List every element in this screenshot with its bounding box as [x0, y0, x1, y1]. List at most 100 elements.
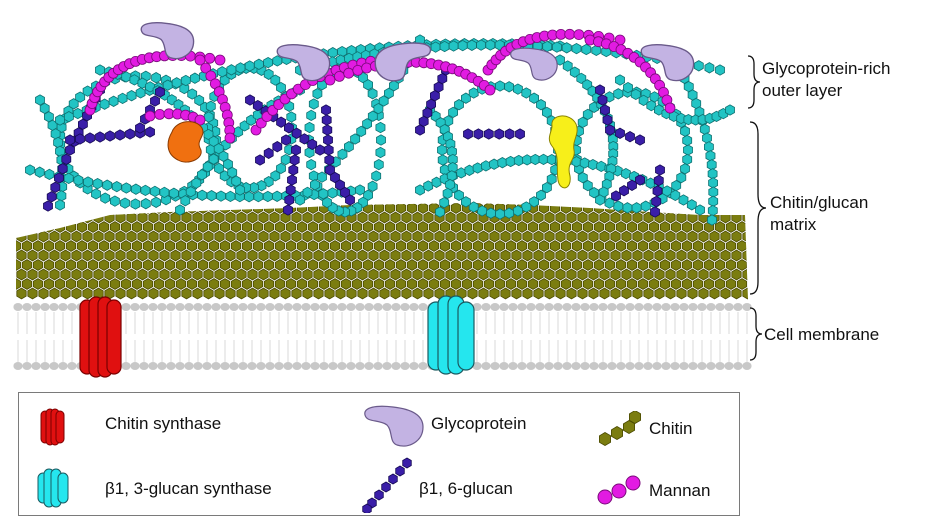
chitin-unit: [368, 287, 379, 300]
chitin-unit: [357, 211, 368, 224]
lipid-head: [688, 303, 698, 311]
chitin-unit: [709, 249, 720, 262]
lipid-head: [670, 303, 680, 311]
chitin-unit: [43, 259, 55, 271]
lipid-head: [544, 362, 554, 370]
chitin-unit: [604, 259, 616, 271]
chitin-unit: [32, 221, 44, 233]
b13-glucan-unit: [189, 72, 200, 84]
chitin-unit: [302, 268, 313, 281]
chitin-unit: [593, 278, 605, 290]
chitin-unit: [692, 221, 704, 233]
chitin-unit: [709, 230, 720, 243]
chitin-unit: [302, 287, 313, 300]
chitin-unit: [65, 259, 77, 271]
chitin-unit: [439, 278, 451, 290]
chitin-unit: [736, 203, 748, 214]
chitin-unit: [461, 278, 473, 290]
chitin-unit: [428, 259, 440, 271]
b13-glucan-unit: [588, 158, 598, 171]
chitin-unit: [192, 268, 203, 281]
b13-glucan-unit: [231, 175, 242, 187]
chitin-unit: [626, 278, 638, 290]
chitin-unit: [395, 259, 407, 271]
b13-glucan-unit: [439, 196, 450, 209]
chitin-unit: [736, 240, 748, 252]
chitin-unit: [175, 259, 187, 271]
b13-glucan-unit: [35, 94, 45, 106]
b16-glucan-unit: [46, 191, 57, 203]
chitin-unit: [274, 221, 286, 233]
chitin-unit: [373, 221, 385, 233]
chitin-unit: [384, 259, 396, 271]
chitin-unit: [98, 259, 110, 271]
chitin-unit: [225, 268, 236, 281]
chitin-unit: [21, 203, 33, 214]
chitin-unit: [637, 278, 649, 290]
chitin-unit: [412, 268, 423, 281]
chitin-unit: [736, 259, 748, 271]
chitin-unit: [65, 278, 77, 290]
chitin-unit: [291, 230, 302, 243]
b13-glucan-unit: [140, 184, 151, 197]
chitin-unit: [137, 230, 148, 243]
chitin-unit: [181, 211, 192, 224]
chitin-unit: [698, 268, 709, 281]
b13-glucan-unit: [682, 153, 693, 166]
chitin-unit: [98, 278, 110, 290]
chitin-unit: [417, 278, 429, 290]
b13-glucan-unit: [126, 90, 137, 102]
lipid-head: [301, 303, 311, 311]
chitin-unit: [626, 221, 638, 233]
chitin-unit: [225, 230, 236, 243]
b13-glucan-unit: [454, 189, 464, 201]
lipid-head: [616, 303, 626, 311]
chitin-unit: [131, 278, 143, 290]
chitin-unit: [373, 203, 385, 214]
b13-glucan-unit: [208, 135, 219, 148]
b13-glucan-unit: [708, 177, 718, 189]
chitin-unit: [549, 240, 561, 252]
chitin-unit: [192, 211, 203, 224]
chitin-unit: [335, 249, 346, 262]
chitin-unit: [159, 287, 170, 300]
chitin-unit: [456, 230, 467, 243]
chitin-unit: [93, 230, 104, 243]
b13-glucan-unit: [423, 180, 434, 192]
chitin-unit: [615, 278, 627, 290]
chitin-unit: [137, 287, 148, 300]
chitin-unit: [230, 240, 242, 252]
label-outer-layer-line2: outer layer: [762, 81, 843, 100]
chitin-unit: [494, 240, 506, 252]
chitin-unit: [648, 278, 660, 290]
chitin-unit: [533, 287, 544, 300]
b13-glucan-unit: [253, 58, 264, 70]
chitin-unit: [555, 211, 566, 224]
chitin-unit: [49, 230, 60, 243]
glycoproteins: [140, 22, 695, 82]
lipid-head: [472, 303, 482, 311]
chitin-unit: [252, 259, 264, 271]
chitin-unit: [582, 240, 594, 252]
chitin-unit: [247, 249, 258, 262]
lipid-head: [481, 303, 491, 311]
chitin-unit: [417, 203, 429, 214]
chitin-unit: [742, 287, 748, 300]
b13-glucan-unit: [542, 40, 553, 53]
chitin-unit: [692, 278, 704, 290]
lipid-head: [373, 362, 383, 370]
chitin-unit: [571, 221, 583, 233]
b16-glucan-unit: [605, 124, 615, 136]
b13-glucan-unit: [705, 150, 716, 162]
b13-glucan-unit: [180, 195, 191, 207]
b16-glucan-unit: [650, 206, 660, 218]
chitin-unit: [450, 278, 462, 290]
chitin-unit: [280, 287, 291, 300]
b13-glucan-unit: [373, 158, 384, 171]
chitin-unit: [357, 287, 368, 300]
b16-glucan-unit: [635, 174, 645, 186]
chitin-unit: [16, 221, 22, 233]
chitin-unit: [302, 230, 313, 243]
glucan-synthase: [427, 295, 475, 375]
label-matrix-line1: Chitin/glucan: [770, 193, 869, 212]
